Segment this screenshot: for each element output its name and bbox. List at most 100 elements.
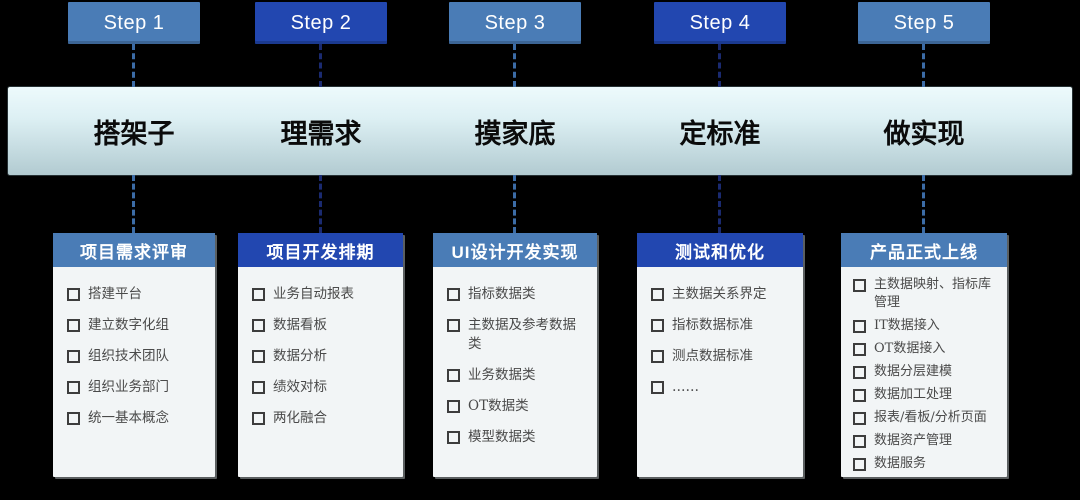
square-bullet-icon <box>853 343 866 356</box>
card-item: 数据资产管理 <box>853 432 1001 450</box>
card-item-label: 数据服务 <box>874 456 927 471</box>
card-item-label: 数据分析 <box>273 348 327 364</box>
card-title-4: 测试和优化 <box>637 233 803 267</box>
card-item: OT数据类 <box>447 397 589 416</box>
card-item-label: 指标数据类 <box>468 286 536 302</box>
square-bullet-icon <box>651 319 664 332</box>
card-item: 业务数据类 <box>447 366 589 385</box>
card-item: 数据分层建模 <box>853 363 1001 381</box>
card-item-label: 数据分层建模 <box>874 364 953 379</box>
card-item: OT数据接入 <box>853 340 1001 358</box>
card-item-label: 组织技术团队 <box>88 348 169 364</box>
card-item-label: 业务自动报表 <box>273 286 354 302</box>
card-item-label: 模型数据类 <box>468 429 536 445</box>
card-item: 业务自动报表 <box>252 285 395 304</box>
card-item-label: 绩效对标 <box>273 379 327 395</box>
card-item-label: 搭建平台 <box>88 286 142 302</box>
card-item-label: 主数据及参考数据类 <box>468 317 576 352</box>
card-item: 数据服务 <box>853 455 1001 473</box>
card-item: 数据加工处理 <box>853 386 1001 404</box>
card-item-label: 建立数字化组 <box>88 317 169 333</box>
card-item-label: OT数据接入 <box>874 341 946 356</box>
square-bullet-icon <box>853 279 866 292</box>
phase-label-2: 理需求 <box>280 118 362 149</box>
card-item: …… <box>651 378 795 397</box>
card-title-3: UI设计开发实现 <box>433 233 597 267</box>
card-item: 指标数据类 <box>447 285 589 304</box>
card-item-label: 数据资产管理 <box>874 433 953 448</box>
card-item: 数据分析 <box>252 347 395 366</box>
phase-label-3: 摸家底 <box>474 118 556 149</box>
card-item: 建立数字化组 <box>67 316 207 335</box>
card-item: 指标数据标准 <box>651 316 795 335</box>
square-bullet-icon <box>651 350 664 363</box>
card-item-label: 组织业务部门 <box>88 379 169 395</box>
connector-top-1 <box>132 44 135 87</box>
square-bullet-icon <box>853 412 866 425</box>
card-title-5: 产品正式上线 <box>841 233 1007 267</box>
card-item-label: 统一基本概念 <box>88 410 169 426</box>
card-item-list-4: 主数据关系界定 指标数据标准 测点数据标准 …… <box>637 267 803 409</box>
card-item: IT数据接入 <box>853 317 1001 335</box>
card-item-list-5: 主数据映射、指标库管理 IT数据接入 OT数据接入 数据分层建模 数据加工处理 … <box>841 267 1007 478</box>
card-item: 搭建平台 <box>67 285 207 304</box>
card-item-label: OT数据类 <box>468 398 529 414</box>
connector-bottom-2 <box>319 175 322 233</box>
square-bullet-icon <box>651 381 664 394</box>
phase-label-5: 做实现 <box>883 118 965 149</box>
card-item: 绩效对标 <box>252 378 395 397</box>
square-bullet-icon <box>651 288 664 301</box>
card-requirement-review: 项目需求评审 搭建平台 建立数字化组 组织技术团队 组织业务部门 统一基本概念 <box>53 233 215 477</box>
card-item-list-1: 搭建平台 建立数字化组 组织技术团队 组织业务部门 统一基本概念 <box>53 267 215 440</box>
square-bullet-icon <box>447 319 460 332</box>
square-bullet-icon <box>447 400 460 413</box>
square-bullet-icon <box>67 412 80 425</box>
connector-top-2 <box>319 44 322 87</box>
square-bullet-icon <box>252 381 265 394</box>
square-bullet-icon <box>853 320 866 333</box>
card-item: 数据看板 <box>252 316 395 335</box>
card-item-label: …… <box>672 379 699 395</box>
card-test-optimize: 测试和优化 主数据关系界定 指标数据标准 测点数据标准 …… <box>637 233 803 477</box>
card-product-launch: 产品正式上线 主数据映射、指标库管理 IT数据接入 OT数据接入 数据分层建模 … <box>841 233 1007 477</box>
connector-top-3 <box>513 44 516 87</box>
square-bullet-icon <box>67 319 80 332</box>
square-bullet-icon <box>252 412 265 425</box>
phase-banner <box>8 87 1072 175</box>
square-bullet-icon <box>853 366 866 379</box>
card-item: 主数据及参考数据类 <box>447 316 589 354</box>
square-bullet-icon <box>67 288 80 301</box>
card-item: 统一基本概念 <box>67 409 207 428</box>
card-item-label: 测点数据标准 <box>672 348 753 364</box>
phase-label-4: 定标准 <box>679 118 761 149</box>
card-item: 主数据关系界定 <box>651 285 795 304</box>
card-item-label: 报表/看板/分析页面 <box>874 410 987 425</box>
card-item-label: 业务数据类 <box>468 367 536 383</box>
card-item-label: 两化融合 <box>273 410 327 426</box>
connector-bottom-3 <box>513 175 516 233</box>
card-item-list-3: 指标数据类 主数据及参考数据类 业务数据类 OT数据类 模型数据类 <box>433 267 597 459</box>
card-item: 测点数据标准 <box>651 347 795 366</box>
square-bullet-icon <box>252 288 265 301</box>
connector-bottom-4 <box>718 175 721 233</box>
square-bullet-icon <box>67 350 80 363</box>
card-item: 主数据映射、指标库管理 <box>853 276 1001 312</box>
card-item-label: IT数据接入 <box>874 318 940 333</box>
step-badge-4: Step 4 <box>654 2 786 44</box>
square-bullet-icon <box>447 431 460 444</box>
card-item: 报表/看板/分析页面 <box>853 409 1001 427</box>
card-item: 两化融合 <box>252 409 395 428</box>
card-item-label: 指标数据标准 <box>672 317 753 333</box>
card-item: 模型数据类 <box>447 428 589 447</box>
square-bullet-icon <box>853 389 866 402</box>
connector-top-5 <box>922 44 925 87</box>
square-bullet-icon <box>67 381 80 394</box>
square-bullet-icon <box>252 319 265 332</box>
card-item: 组织业务部门 <box>67 378 207 397</box>
square-bullet-icon <box>252 350 265 363</box>
card-item-list-2: 业务自动报表 数据看板 数据分析 绩效对标 两化融合 <box>238 267 403 440</box>
square-bullet-icon <box>853 435 866 448</box>
card-ui-design-dev: UI设计开发实现 指标数据类 主数据及参考数据类 业务数据类 OT数据类 模型数… <box>433 233 597 477</box>
phase-label-1: 搭架子 <box>93 118 175 149</box>
